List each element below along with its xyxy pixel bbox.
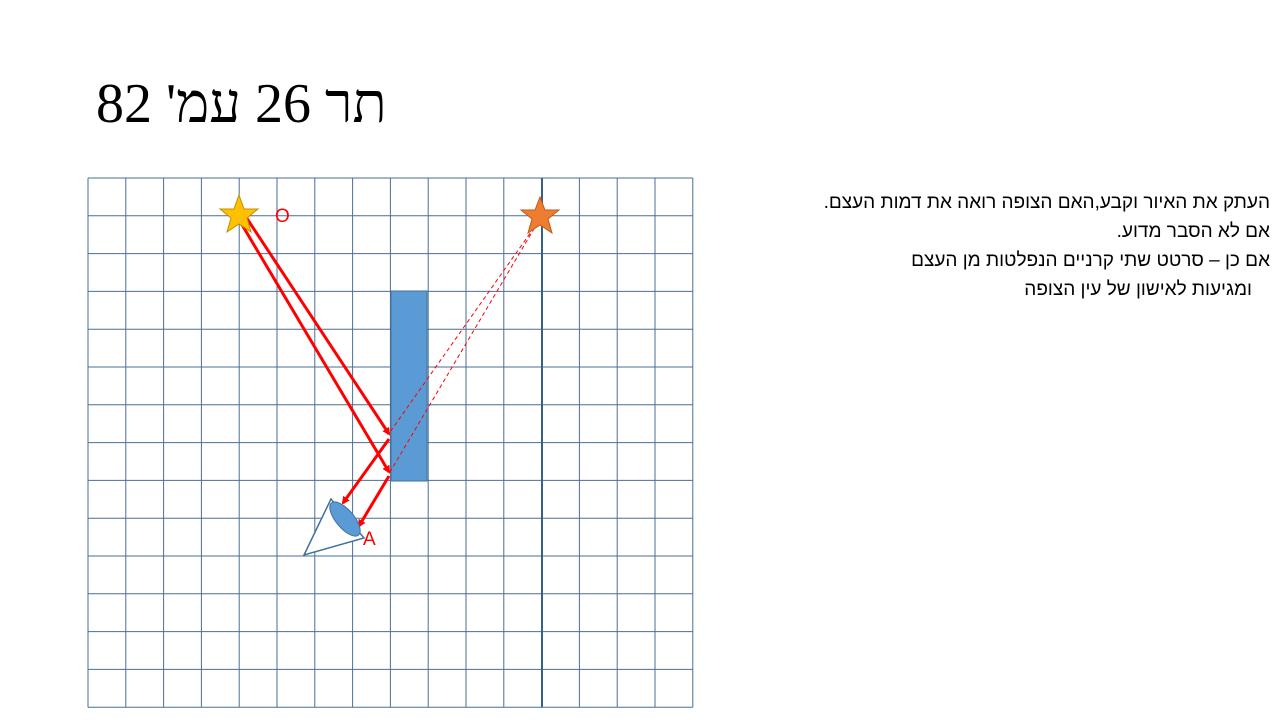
instructions: העתק את האיור וקבע,האם הצופה רואה את דמו… — [710, 188, 1270, 304]
object-star-icon — [218, 193, 260, 234]
instruction-line-1: העתק את האיור וקבע,האם הצופה רואה את דמו… — [823, 192, 1270, 213]
instruction-line-3: אם כן – סרטט שתי קרניים הנפלטות מן העצם — [911, 250, 1270, 271]
incident-ray-1 — [242, 213, 391, 436]
reflected-ray-2 — [357, 475, 391, 528]
instruction-line-2: אם לא הסבר מדוע. — [1116, 221, 1270, 242]
image-star-icon — [519, 195, 561, 235]
reflected-ray-1 — [341, 438, 391, 505]
reflected-rays — [236, 213, 391, 528]
virtual-rays — [389, 221, 539, 473]
object-label: O — [275, 206, 290, 227]
virtual-ray-1 — [389, 221, 539, 433]
slide-title: תר 26 עמ' 82 — [96, 73, 387, 135]
instruction-line-4: ומגיעות לאישון של עין הצופה — [1024, 279, 1252, 300]
grid — [87, 177, 694, 708]
eye-label: A — [363, 529, 376, 550]
incident-ray-2 — [236, 217, 391, 474]
mirror-block — [390, 290, 428, 482]
eye-icon — [302, 497, 366, 557]
diagram: O A — [87, 177, 694, 708]
